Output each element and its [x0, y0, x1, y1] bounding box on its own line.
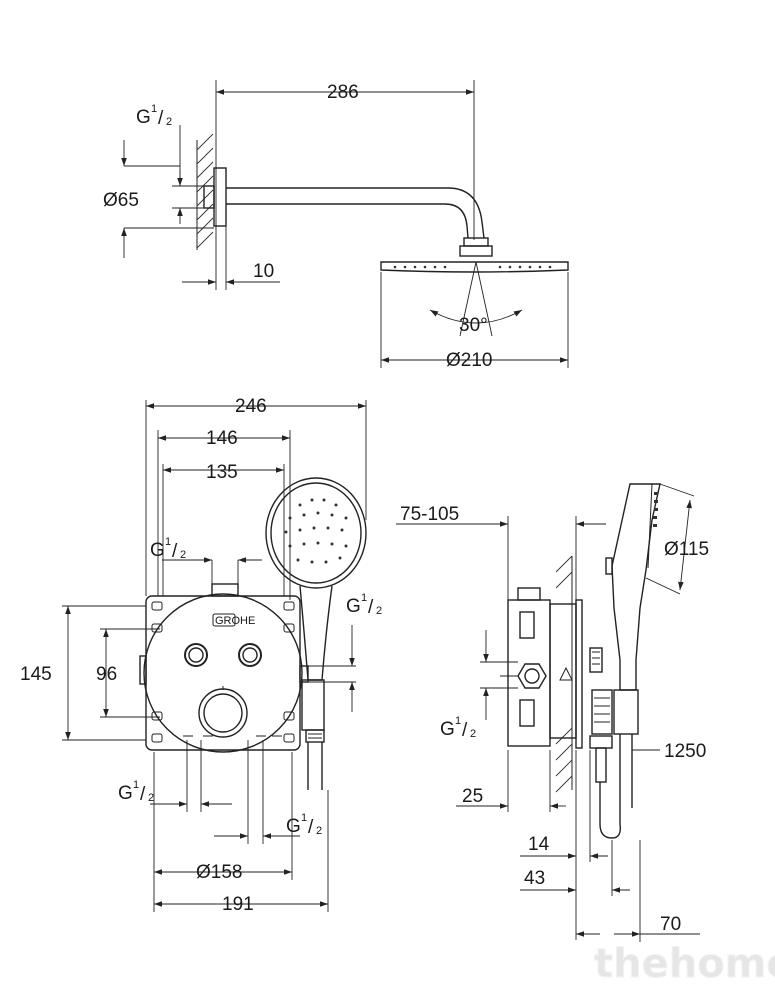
- dim-43: 43: [524, 868, 545, 889]
- svg-text:1: 1: [455, 715, 461, 727]
- front-view: GROHE: [20, 396, 382, 915]
- svg-text:G: G: [136, 107, 151, 128]
- thread-label-front-top: G 1 / 2: [150, 536, 186, 562]
- overhead-shower-view: 30° 286 G 1 / 2 Ø65 10 Ø210: [103, 80, 569, 371]
- svg-text:/: /: [158, 108, 164, 129]
- dim-246: 246: [235, 396, 267, 417]
- svg-text:2: 2: [376, 605, 382, 617]
- hose-length-label: 1250: [664, 741, 706, 762]
- svg-text:1: 1: [361, 592, 367, 604]
- svg-text:2: 2: [166, 116, 172, 128]
- svg-text:/: /: [172, 541, 178, 562]
- thread-label-top: G 1 / 2: [136, 103, 172, 129]
- depth-range-label: 75-105: [400, 504, 459, 525]
- dim-146: 146: [206, 428, 238, 449]
- plate-diameter-label: Ø158: [196, 862, 242, 883]
- head-diameter-label: Ø210: [446, 350, 492, 371]
- svg-text:1: 1: [165, 536, 171, 548]
- dim-135: 135: [206, 462, 238, 483]
- spray-angle-label: 30°: [459, 315, 488, 336]
- svg-text:1: 1: [151, 103, 157, 115]
- svg-text:/: /: [462, 720, 468, 741]
- flange-diameter-label: Ø65: [103, 190, 139, 211]
- thread-label-front-right: G 1 / 2: [346, 592, 382, 618]
- thread-label-side: G 1 / 2: [440, 715, 476, 741]
- wall-hatch: [196, 133, 214, 249]
- svg-text:/: /: [308, 817, 314, 838]
- svg-text:/: /: [368, 597, 374, 618]
- dim-96: 96: [96, 664, 117, 685]
- dim-286: 286: [327, 82, 359, 103]
- dim-25: 25: [462, 786, 483, 807]
- svg-text:G: G: [150, 540, 165, 561]
- svg-text:G: G: [440, 719, 455, 740]
- dim-145: 145: [20, 664, 52, 685]
- svg-text:G: G: [346, 596, 361, 617]
- svg-text:/: /: [140, 784, 146, 805]
- head-nozzles: [393, 265, 552, 269]
- dim-14: 14: [528, 834, 550, 855]
- hand-diameter-label: Ø115: [664, 539, 709, 560]
- svg-text:1: 1: [133, 779, 139, 791]
- side-nozzles: [653, 492, 658, 527]
- svg-text:G: G: [118, 783, 133, 804]
- svg-text:G: G: [286, 816, 301, 837]
- side-view: Ø115 75-105 G 1 / 2 1250 25 14: [396, 483, 709, 942]
- dim-191: 191: [222, 894, 254, 915]
- hand-shower-nozzles: [284, 498, 348, 564]
- svg-text:2: 2: [470, 728, 476, 740]
- dim-10: 10: [253, 261, 274, 282]
- svg-text:2: 2: [316, 825, 322, 837]
- dim-70: 70: [660, 914, 681, 935]
- box-mount-holes: [151, 601, 295, 743]
- svg-text:2: 2: [180, 549, 186, 561]
- svg-text:2: 2: [148, 792, 154, 804]
- thread-label-bottom-left: G 1 / 2: [118, 779, 154, 805]
- svg-text:GROHE: GROHE: [215, 615, 255, 627]
- side-wall-hatch: [555, 555, 573, 793]
- svg-text:1: 1: [301, 812, 307, 824]
- watermark: thehome: [594, 941, 775, 987]
- thread-label-bottom-right: G 1 / 2: [286, 812, 322, 838]
